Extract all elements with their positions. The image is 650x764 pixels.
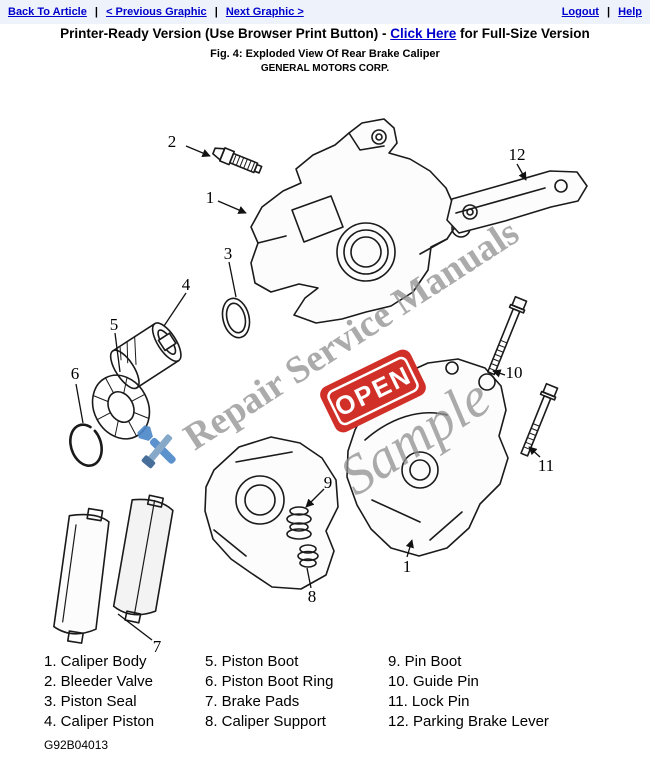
pin-boot-lower-part bbox=[297, 544, 319, 568]
callout-parking-brake-lever: 12 bbox=[509, 145, 526, 164]
logout-link[interactable]: Logout bbox=[561, 6, 599, 18]
brake-pad-inner-part bbox=[112, 494, 174, 624]
legend-item: 10. Guide Pin bbox=[388, 673, 479, 690]
callout-pin-boot: 9 bbox=[324, 473, 333, 492]
callout-caliper-support-8: 8 bbox=[308, 587, 317, 606]
click-here-link[interactable]: Click Here bbox=[390, 26, 457, 41]
legend-item: 3. Piston Seal bbox=[44, 693, 137, 710]
legend-item: 5. Piston Boot bbox=[205, 653, 299, 670]
piston-seal-part bbox=[221, 297, 251, 339]
piston-boot-part bbox=[91, 374, 151, 440]
previous-graphic-link[interactable]: < Previous Graphic bbox=[106, 6, 207, 18]
parking-brake-lever-part bbox=[446, 170, 588, 234]
callout-caliper-body-2: 1 bbox=[403, 557, 412, 576]
lock-pin-part bbox=[520, 382, 559, 457]
legend-item: 11. Lock Pin bbox=[388, 693, 470, 710]
figure-caption: Fig. 4: Exploded View Of Rear Brake Cali… bbox=[210, 48, 440, 60]
parts-legend: 1. Caliper Body 2. Bleeder Valve 3. Pist… bbox=[0, 652, 650, 736]
separator: | bbox=[214, 6, 218, 18]
brake-pad-outer-part bbox=[53, 507, 110, 644]
callout-caliper-piston: 4 bbox=[182, 275, 191, 294]
caliper-inner-half-part bbox=[204, 436, 339, 590]
legend-column-2: 5. Piston Boot 6. Piston Boot Ring 7. Br… bbox=[205, 652, 333, 732]
separator: | bbox=[94, 6, 98, 18]
guide-pin-part bbox=[486, 295, 528, 376]
diagram-parts bbox=[53, 118, 588, 644]
legend-item: 4. Caliper Piston bbox=[44, 713, 155, 730]
callout-caliper-body: 1 bbox=[206, 188, 215, 207]
bleeder-valve-part bbox=[212, 147, 263, 174]
full-size-text: for Full-Size Version bbox=[456, 26, 590, 41]
callout-leader-lines bbox=[75, 145, 541, 641]
top-navigation: Back To Article | < Previous Graphic | N… bbox=[0, 0, 650, 24]
callout-lock-pin: 11 bbox=[538, 456, 554, 475]
legend-item: 6. Piston Boot Ring bbox=[205, 673, 334, 690]
manufacturer-name: GENERAL MOTORS CORP. bbox=[260, 63, 390, 74]
printer-ready-line: Printer-Ready Version (Use Browser Print… bbox=[0, 26, 650, 41]
printer-ready-text: Printer-Ready Version (Use Browser Print… bbox=[60, 26, 391, 41]
exploded-view-diagram: Repair Service Manuals Sample OPEN bbox=[53, 118, 588, 655]
legend-item: 8. Caliper Support bbox=[205, 713, 326, 730]
separator: | bbox=[607, 6, 611, 18]
figure-id: G92B04013 bbox=[44, 738, 109, 752]
callout-piston-boot: 5 bbox=[110, 315, 119, 334]
callout-guide-pin: 10 bbox=[506, 363, 523, 382]
legend-column-1: 1. Caliper Body 2. Bleeder Valve 3. Pist… bbox=[44, 652, 154, 732]
callout-numbers: 1 2 3 4 5 6 7 8 9 10 11 12 1 bbox=[71, 132, 554, 655]
caliper-piston-part bbox=[109, 322, 182, 390]
legend-column-3: 9. Pin Boot 10. Guide Pin 11. Lock Pin 1… bbox=[388, 652, 549, 732]
callout-bleeder-valve: 2 bbox=[168, 132, 177, 151]
legend-item: 9. Pin Boot bbox=[388, 653, 462, 670]
callout-brake-pads: 7 bbox=[153, 637, 162, 655]
nav-right: Logout | Help bbox=[562, 6, 642, 18]
caliper-body-part bbox=[250, 118, 471, 324]
legend-item: 2. Bleeder Valve bbox=[44, 673, 153, 690]
next-graphic-link[interactable]: Next Graphic > bbox=[225, 6, 304, 18]
callout-piston-boot-ring: 6 bbox=[71, 364, 80, 383]
help-link[interactable]: Help bbox=[618, 6, 642, 18]
legend-item: 1. Caliper Body bbox=[44, 653, 147, 670]
nav-left: Back To Article | < Previous Graphic | N… bbox=[8, 6, 304, 18]
legend-item: 12. Parking Brake Lever bbox=[388, 713, 549, 730]
pin-boot-part bbox=[286, 506, 312, 540]
back-to-article-link[interactable]: Back To Article bbox=[8, 6, 87, 18]
tools-watermark-icon bbox=[137, 425, 176, 469]
piston-boot-ring-part bbox=[69, 423, 103, 467]
legend-item: 7. Brake Pads bbox=[205, 693, 300, 710]
callout-piston-seal: 3 bbox=[224, 244, 233, 263]
